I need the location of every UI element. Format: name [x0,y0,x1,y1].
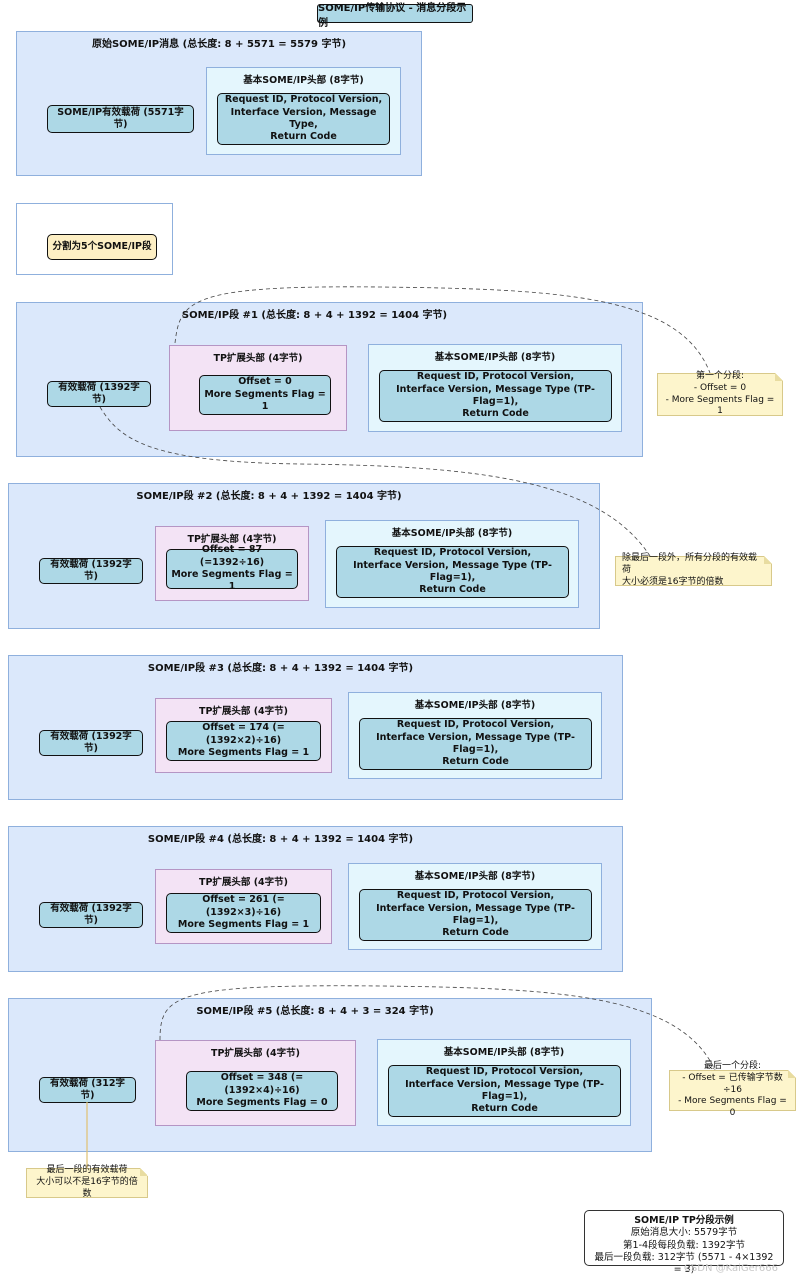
note-last-segment: 最后一个分段: - Offset = 已传输字节数÷16 - More Segm… [669,1061,796,1118]
watermark: CSDN @KaiGer666 [683,1263,778,1274]
split-label-node: 分割为5个SOME/IP段 [47,234,157,260]
segment-2-tp-title: TP扩展头部 (4字节) [187,534,277,545]
segment-5-title: SOME/IP段 #5 (总长度: 8 + 4 + 3 = 324 字节) [196,1006,434,1017]
segment-4-tp-fields: Offset = 261 (=(1392×3)÷16) More Segment… [166,893,321,933]
segment-3-package: SOME/IP段 #3 (总长度: 8 + 4 + 1392 = 1404 字节… [8,655,623,800]
segment-4-package: SOME/IP段 #4 (总长度: 8 + 4 + 1392 = 1404 字节… [8,826,623,972]
segment-2-header-fields: Request ID, Protocol Version, Interface … [336,546,569,598]
segment-1-header-group: 基本SOME/IP头部 (8字节) Request ID, Protocol V… [368,344,622,432]
segment-2-header-title: 基本SOME/IP头部 (8字节) [391,528,513,539]
segment-3-payload: 有效载荷 (1392字节) [39,730,143,756]
segment-2-payload: 有效载荷 (1392字节) [39,558,143,584]
original-header-group: 基本SOME/IP头部 (8字节) Request ID, Protocol V… [206,67,401,155]
segment-1-header-title: 基本SOME/IP头部 (8字节) [434,352,556,363]
segment-2-tp-header-group: TP扩展头部 (4字节) Offset = 87 (=1392÷16) More… [155,526,309,601]
segment-2-title: SOME/IP段 #2 (总长度: 8 + 4 + 1392 = 1404 字节… [136,491,402,502]
segment-3-header-title: 基本SOME/IP头部 (8字节) [414,700,536,711]
segment-4-tp-header-group: TP扩展头部 (4字节) Offset = 261 (=(1392×3)÷16)… [155,869,332,944]
segment-3-header-group: 基本SOME/IP头部 (8字节) Request ID, Protocol V… [348,692,602,779]
segment-3-tp-fields: Offset = 174 (=(1392×2)÷16) More Segment… [166,721,321,761]
segment-1-tp-fields: Offset = 0 More Segments Flag = 1 [199,375,331,415]
segment-4-header-fields: Request ID, Protocol Version, Interface … [359,889,592,941]
segment-4-header-group: 基本SOME/IP头部 (8字节) Request ID, Protocol V… [348,863,602,950]
note-payload-rule: 除最后一段外，所有分段的有效载荷 大小必须是16字节的倍数 [615,553,772,587]
legend-box: SOME/IP TP分段示例 原始消息大小: 5579字节 第1-4段每段负载:… [584,1210,784,1275]
legend-line-3: 最后一段负载: 312字节 (5571 - 4×1392 = 3) [594,1252,774,1276]
segment-5-tp-title: TP扩展头部 (4字节) [210,1048,301,1059]
segment-3-header-fields: Request ID, Protocol Version, Interface … [359,718,592,770]
original-message-package: 原始SOME/IP消息 (总长度: 8 + 5571 = 5579 字节) SO… [16,31,422,176]
legend-line-2: 第1-4段每段负载: 1392字节 [623,1239,745,1251]
segment-5-tp-header-group: TP扩展头部 (4字节) Offset = 348 (=(1392×4)÷16)… [155,1040,356,1126]
segment-5-tp-fields: Offset = 348 (=(1392×4)÷16) More Segment… [186,1071,338,1111]
legend-title: SOME/IP TP分段示例 [634,1215,734,1226]
segment-1-payload: 有效载荷 (1392字节) [47,381,151,407]
segment-3-tp-title: TP扩展头部 (4字节) [198,706,289,717]
note-first-segment: 第一个分段: - Offset = 0 - More Segments Flag… [657,371,783,416]
segment-1-header-fields: Request ID, Protocol Version, Interface … [379,370,612,422]
segment-1-tp-title: TP扩展头部 (4字节) [213,353,303,364]
segment-2-tp-fields: Offset = 87 (=1392÷16) More Segments Fla… [166,544,298,592]
segment-4-tp-title: TP扩展头部 (4字节) [198,877,289,888]
segment-2-package: SOME/IP段 #2 (总长度: 8 + 4 + 1392 = 1404 字节… [8,483,600,629]
segment-3-title: SOME/IP段 #3 (总长度: 8 + 4 + 1392 = 1404 字节… [147,663,414,674]
segment-2-header-group: 基本SOME/IP头部 (8字节) Request ID, Protocol V… [325,520,579,608]
segment-4-payload: 有效载荷 (1392字节) [39,902,143,928]
segment-1-package: SOME/IP段 #1 (总长度: 8 + 4 + 1392 = 1404 字节… [16,302,643,457]
note-last-payload: 最后一段的有效载荷 大小可以不是16字节的倍数 [26,1165,148,1199]
segment-5-header-fields: Request ID, Protocol Version, Interface … [388,1065,621,1117]
segment-4-header-title: 基本SOME/IP头部 (8字节) [414,871,536,882]
segment-4-title: SOME/IP段 #4 (总长度: 8 + 4 + 1392 = 1404 字节… [147,834,414,845]
segment-3-tp-header-group: TP扩展头部 (4字节) Offset = 174 (=(1392×2)÷16)… [155,698,332,773]
segment-5-header-title: 基本SOME/IP头部 (8字节) [443,1047,565,1058]
original-header-fields: Request ID, Protocol Version, Interface … [217,93,390,145]
segment-5-package: SOME/IP段 #5 (总长度: 8 + 4 + 3 = 324 字节) 有效… [8,998,652,1152]
segment-1-tp-header-group: TP扩展头部 (4字节) Offset = 0 More Segments Fl… [169,345,347,431]
split-package: 分割为5个SOME/IP段 [16,203,173,275]
original-payload-node: SOME/IP有效载荷 (5571字节) [47,105,194,133]
legend-line-1: 原始消息大小: 5579字节 [630,1227,738,1239]
original-message-title: 原始SOME/IP消息 (总长度: 8 + 5571 = 5579 字节) [91,39,347,50]
segment-5-header-group: 基本SOME/IP头部 (8字节) Request ID, Protocol V… [377,1039,631,1126]
diagram-title: SOME/IP传输协议 - 消息分段示例 [317,3,473,29]
original-header-title: 基本SOME/IP头部 (8字节) [243,75,364,86]
segment-5-payload: 有效载荷 (312字节) [39,1077,136,1103]
segment-1-title: SOME/IP段 #1 (总长度: 8 + 4 + 1392 = 1404 字节… [181,310,448,321]
